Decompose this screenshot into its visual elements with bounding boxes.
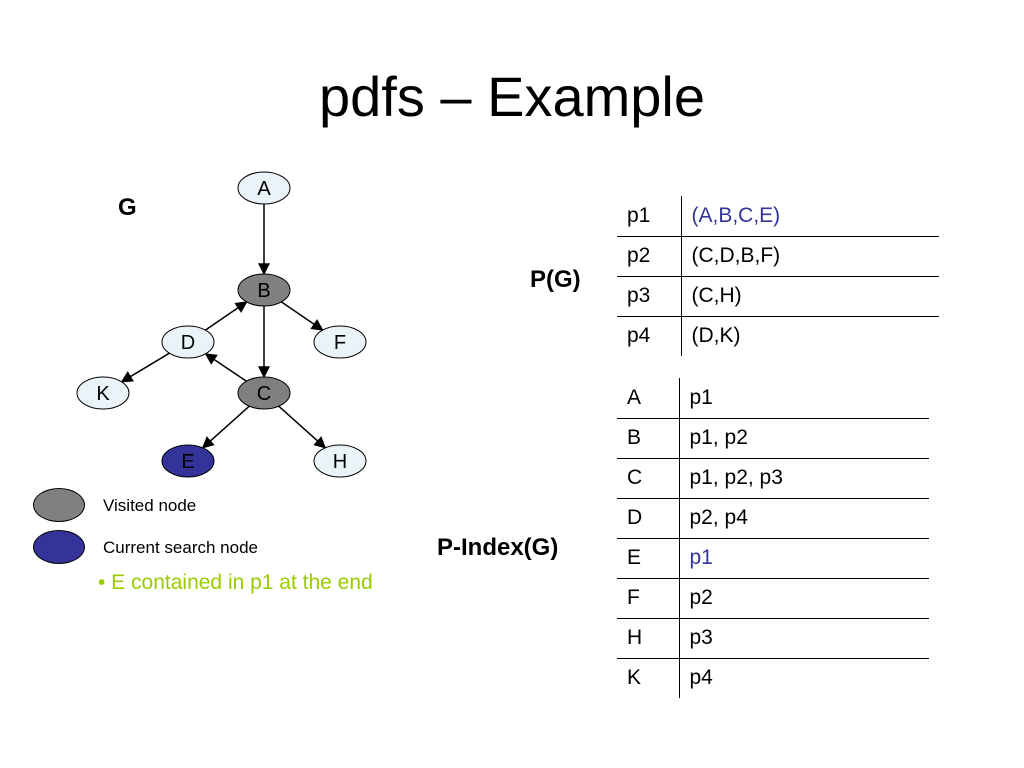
- index-table-value-cell: p2: [679, 577, 929, 618]
- node-b-label: B: [257, 280, 270, 302]
- legend-visited-swatch: [33, 488, 85, 522]
- edge-d-k: [120, 352, 170, 383]
- p-table-row: p1 (A,B,C,E): [617, 196, 939, 236]
- node-c: C: [237, 376, 291, 410]
- node-b: B: [237, 273, 291, 307]
- index-table-key-cell: C: [617, 457, 680, 498]
- slide-title: pdfs – Example: [319, 65, 705, 128]
- node-k: K: [76, 376, 130, 410]
- index-table-value-cell: p2, p4: [679, 497, 929, 538]
- p-table-key-cell: p4: [617, 315, 682, 356]
- index-table-key-cell: F: [617, 577, 680, 618]
- index-table-value-cell: p4: [679, 657, 929, 698]
- node-k-label: K: [96, 383, 110, 405]
- index-table-value-cell: p1: [679, 537, 929, 578]
- p-table-row: p3(C,H): [617, 275, 939, 316]
- p-table-key-cell: p2: [617, 235, 682, 276]
- legend-current: Current search node: [33, 530, 393, 566]
- note-text: • E contained in p1 at the end: [98, 571, 373, 594]
- node-a-label: A: [257, 178, 271, 200]
- p-table-value-cell: (C,H): [681, 275, 939, 316]
- node-a-shape: [237, 171, 291, 205]
- node-h: H: [313, 444, 367, 478]
- edge-d-b: [204, 301, 248, 331]
- p-table-row: p2(C,D,B,F): [617, 235, 939, 276]
- legend-visited: Visited node: [33, 488, 393, 524]
- node-f-shape: [313, 325, 367, 359]
- edge-b-f: [280, 301, 324, 331]
- node-b-shape: [237, 273, 291, 307]
- p-table-value-cell: (C,D,B,F): [681, 235, 939, 276]
- node-k-shape: [76, 376, 130, 410]
- node-f: F: [313, 325, 367, 359]
- node-d-shape: [161, 325, 215, 359]
- graph-diagram: A B C D E F H K: [76, 171, 367, 478]
- index-table-key-cell: K: [617, 657, 680, 698]
- node-f-label: F: [334, 332, 346, 354]
- node-c-shape: [237, 376, 291, 410]
- index-table-key-cell: H: [617, 617, 680, 658]
- edge-c-h: [278, 405, 327, 449]
- index-table-key-cell: A: [617, 378, 680, 418]
- index-table-key-cell: D: [617, 497, 680, 538]
- index-table-value-cell: p1: [689, 385, 713, 409]
- legend-current-label: Current search node: [103, 538, 258, 557]
- node-d: D: [161, 325, 215, 359]
- graph-label: G: [118, 194, 137, 221]
- node-d-label: D: [181, 332, 195, 354]
- node-e-label: E: [181, 451, 194, 473]
- index-table-key-cell: B: [617, 417, 680, 458]
- p-table-label: P(G): [530, 266, 581, 293]
- graph-edges: [120, 204, 327, 449]
- p-table-key-cell: p1: [617, 196, 682, 236]
- node-h-label: H: [333, 451, 347, 473]
- node-a: A: [237, 171, 291, 205]
- node-h-shape: [313, 444, 367, 478]
- legend-visited-label: Visited node: [103, 496, 197, 515]
- p-table-value-cell: (D,K): [681, 315, 939, 356]
- index-table-value-cell: p1, p2: [679, 417, 929, 458]
- index-table-value-cell: p3: [679, 617, 929, 658]
- node-c-label: C: [257, 383, 271, 405]
- edge-c-e: [201, 405, 250, 449]
- edge-c-d: [204, 353, 247, 382]
- p-table: p1 (A,B,C,E) p2(C,D,B,F)p3(C,H)p4(D,K): [617, 196, 939, 356]
- p-table-key-cell: p3: [617, 275, 682, 316]
- index-table-value-cell: p1, p2, p3: [679, 457, 929, 498]
- index-table-label: P-Index(G): [437, 534, 559, 561]
- node-e-shape: [161, 444, 215, 478]
- node-e: E: [161, 444, 215, 478]
- index-table-key-cell: E: [617, 537, 680, 578]
- graph-nodes: A B C D E F H K: [76, 171, 367, 478]
- p-table-row: p4(D,K): [617, 315, 939, 356]
- legend-current-swatch: [33, 530, 85, 564]
- p-table-value-cell: (A,B,C,E): [691, 203, 781, 227]
